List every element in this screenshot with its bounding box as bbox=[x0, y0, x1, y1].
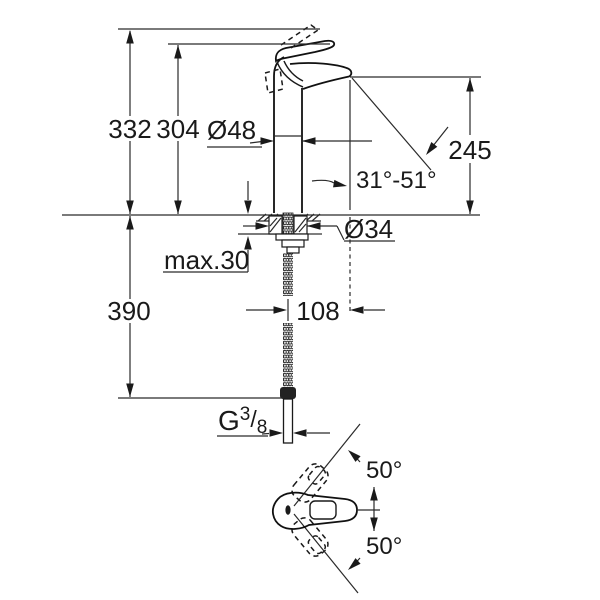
spout bbox=[289, 62, 353, 90]
dim-label-handle-height: 304 bbox=[156, 114, 199, 144]
dimension-max30: max.30 bbox=[163, 181, 252, 275]
dimension-diameter-34: Ø34 bbox=[243, 214, 395, 244]
handle-swivel-dashed-upper bbox=[291, 463, 329, 503]
mixer-dome-curve bbox=[276, 61, 304, 88]
hose-crimp-connector bbox=[280, 387, 296, 399]
dim-label-swivel-upper: 50° bbox=[366, 457, 402, 484]
dimension-390: 390 bbox=[107, 216, 151, 397]
dim-label-spout-height: 245 bbox=[448, 135, 491, 165]
dimension-spout-angle: 31°-51° bbox=[311, 167, 437, 194]
water-stream-line bbox=[351, 77, 432, 171]
handle-lever bbox=[274, 39, 336, 63]
dim-label-hose-length: 390 bbox=[107, 296, 150, 326]
dimension-108: 108 bbox=[246, 296, 385, 326]
dimension-245: 245 bbox=[448, 78, 492, 214]
dim-label-spout-angle: 31°-51° bbox=[356, 167, 437, 194]
dim-label-hole-diameter: Ø34 bbox=[344, 214, 393, 244]
handle-swivel-dashed-lower bbox=[291, 517, 329, 557]
faucet-top-view: 50° 50° bbox=[271, 423, 402, 594]
dim-label-max-deck-thickness: max.30 bbox=[164, 245, 249, 275]
angle-arrowhead-down bbox=[370, 517, 378, 531]
dimension-diameter-48: Ø48 bbox=[207, 115, 372, 148]
dim-label-swivel-lower: 50° bbox=[366, 533, 402, 560]
dimension-332: 332 bbox=[108, 30, 152, 214]
handle-pivot-dashed bbox=[264, 68, 284, 94]
faucet-body-left-edge bbox=[273, 56, 285, 213]
mixer-dome-inner-curve bbox=[283, 60, 304, 82]
handle-top-view bbox=[271, 491, 358, 530]
washer bbox=[275, 233, 309, 241]
nut-collar bbox=[286, 246, 300, 254]
dim-label-spout-reach: 108 bbox=[296, 296, 339, 326]
swivel-line-lower bbox=[293, 513, 359, 594]
dim-label-thread: G3/8 bbox=[218, 404, 267, 438]
handle-inner-detail bbox=[309, 500, 337, 520]
dimension-thread: G3/8 bbox=[217, 404, 330, 438]
dim-label-base-diameter: Ø48 bbox=[207, 115, 256, 145]
stream-leader-arrowhead bbox=[423, 142, 438, 158]
mounting-nut bbox=[281, 239, 305, 248]
connection-tube bbox=[282, 398, 294, 444]
handle-raised-dashed bbox=[280, 24, 320, 51]
dim-label-overall-height: 332 bbox=[108, 114, 151, 144]
supply-hose bbox=[280, 253, 296, 444]
faucet-side-view bbox=[62, 24, 481, 444]
handle-slot-detail bbox=[285, 505, 291, 515]
mounting-shank bbox=[268, 212, 309, 254]
angle-arrowhead-up bbox=[370, 487, 378, 501]
swivel-line-upper bbox=[293, 423, 361, 507]
dimension-304: 304 bbox=[156, 45, 200, 214]
